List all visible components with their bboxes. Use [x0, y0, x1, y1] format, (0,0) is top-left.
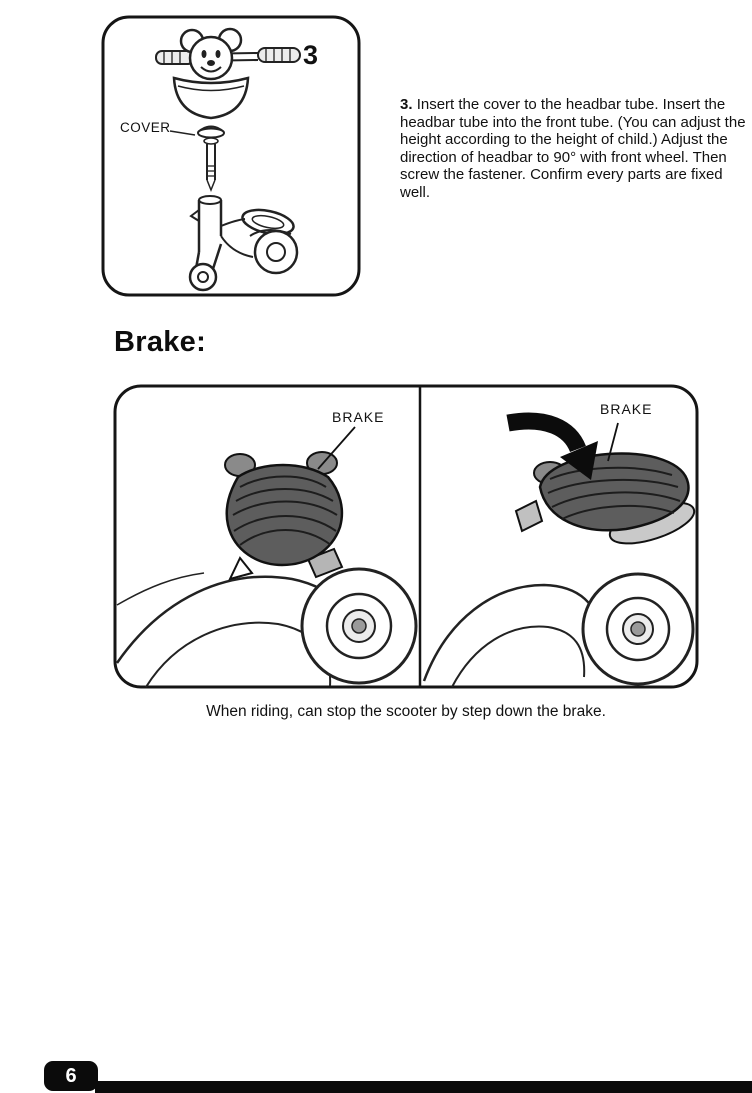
brake-illustration — [113, 384, 699, 689]
step3-number-prefix: 3. — [400, 96, 413, 113]
mickey-head-ornament — [179, 27, 243, 81]
press-down-arrow — [506, 412, 598, 480]
scooter-body — [188, 195, 299, 292]
step3-body-text: Insert the cover to the headbar tube. In… — [400, 96, 746, 201]
cover-part — [197, 125, 225, 145]
brake-leader-line — [317, 426, 356, 470]
brake-label-released: BRAKE — [332, 409, 385, 425]
brake-pressed-panel — [422, 412, 696, 688]
step3-instructions: 3. Insert the cover to the headbar tube.… — [400, 96, 752, 202]
assembly-step3-figure: 3 COVER — [100, 14, 362, 298]
brake-figure: BRAKE BRAKE — [112, 383, 700, 690]
brake-released-panel — [115, 426, 418, 688]
page-number-badge: 6 — [44, 1061, 98, 1091]
scooter-assembly-illustration — [101, 15, 361, 297]
brake-leader-line — [607, 422, 619, 462]
figure-step-number: 3 — [303, 40, 319, 70]
cover-part-label: COVER — [120, 120, 171, 135]
rear-wheel — [581, 572, 695, 686]
page-bottom-bar — [95, 1081, 752, 1093]
page-number: 6 — [65, 1064, 77, 1087]
rear-wheel — [300, 567, 418, 685]
brake-caption: When riding, can stop the scooter by ste… — [206, 703, 606, 720]
brake-section-heading: Brake: — [114, 326, 207, 358]
cover-leader-line — [169, 130, 196, 136]
brake-label-pressed: BRAKE — [600, 401, 653, 417]
brake-pad — [225, 463, 344, 567]
headbar-tube — [206, 144, 216, 193]
basket — [172, 76, 250, 120]
figure-border — [101, 15, 361, 297]
